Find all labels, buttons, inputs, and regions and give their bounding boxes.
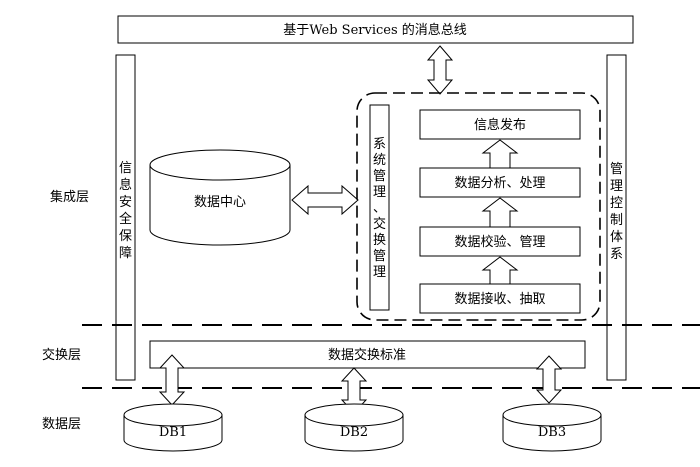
- security-column: [115, 54, 136, 381]
- up-arrow-validate-to-analyze: [481, 197, 519, 228]
- security-char: 息: [119, 177, 132, 193]
- system-char: 统: [373, 153, 386, 168]
- system-char: 理: [373, 265, 386, 280]
- message-bus-label: 基于Web Services 的消息总线: [283, 22, 467, 38]
- layer-label-data: 数据层: [42, 417, 81, 432]
- db2-label: DB2: [340, 425, 368, 440]
- exchange-standard-label: 数据交换标准: [328, 347, 406, 363]
- security-char: 保: [119, 229, 132, 244]
- management-char: 理: [610, 179, 623, 194]
- integration-dashed-container: [356, 92, 601, 321]
- db2-cylinder: [304, 403, 404, 452]
- system-char: 系: [373, 137, 386, 152]
- management-char: 控: [610, 196, 623, 211]
- management-char: 管: [610, 162, 623, 177]
- exchange-standard-box: [149, 340, 586, 369]
- system-management-text: 系 统 管 理 、 交 换 管 理: [373, 137, 386, 280]
- system-char: 交: [373, 216, 386, 232]
- data-center-cylinder: [149, 149, 291, 246]
- bus-double-arrow: [426, 45, 454, 95]
- management-column: [606, 54, 627, 381]
- system-char: 管: [373, 169, 386, 184]
- center-double-arrow: [291, 184, 359, 216]
- security-char: 信: [119, 161, 132, 176]
- system-char: 理: [373, 185, 386, 200]
- management-column-text: 管 理 控 制 体 系: [610, 162, 623, 262]
- system-char: 管: [373, 249, 386, 264]
- system-char: 、: [373, 201, 386, 216]
- security-char: 障: [119, 246, 132, 261]
- step-analyze-label: 数据分析、处理: [454, 176, 545, 191]
- db3-cylinder: [502, 403, 602, 452]
- security-char: 全: [119, 211, 132, 227]
- step-validate-box: [419, 226, 581, 257]
- up-arrow-analyze-to-publish: [481, 139, 519, 169]
- message-bus-box: [117, 15, 634, 44]
- layer-label-integration: 集成层: [50, 189, 89, 205]
- step-analyze-box: [419, 167, 581, 198]
- management-char: 系: [610, 247, 623, 262]
- system-management-column: [369, 104, 390, 311]
- layer-label-exchange: 交换层: [42, 347, 81, 363]
- db1-cylinder: [123, 403, 223, 452]
- db3-label: DB3: [538, 425, 566, 440]
- db3-double-arrow: [535, 355, 563, 404]
- security-char: 安: [119, 195, 132, 210]
- step-receive-label: 数据接收、抽取: [454, 291, 545, 307]
- system-char: 换: [373, 233, 386, 248]
- up-arrow-receive-to-validate: [481, 256, 519, 285]
- management-char: 制: [610, 213, 623, 228]
- security-column-text: 信 息 安 全 保 障: [119, 161, 132, 261]
- step-receive-box: [419, 283, 581, 314]
- step-validate-label: 数据校验、管理: [454, 234, 545, 250]
- management-char: 体: [610, 230, 623, 245]
- data-center-label: 数据中心: [194, 195, 246, 210]
- db1-label: DB1: [159, 425, 187, 440]
- step-publish-label: 信息发布: [474, 117, 526, 133]
- step-publish-box: [419, 109, 581, 140]
